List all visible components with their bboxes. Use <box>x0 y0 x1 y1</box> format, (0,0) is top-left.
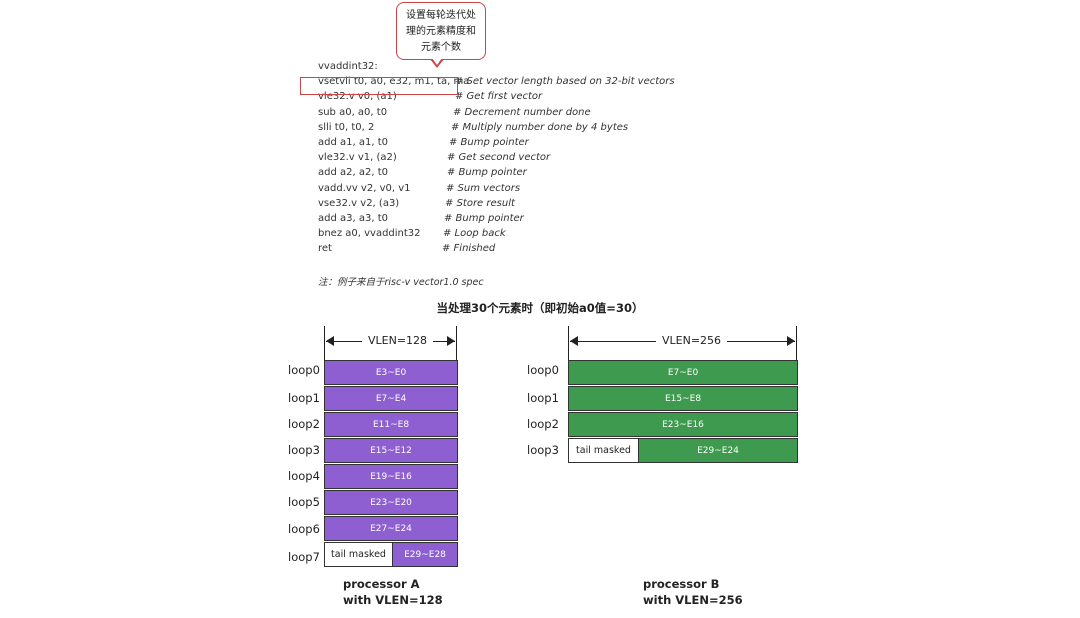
vector-cell-b-last: E29~E24 <box>638 438 798 463</box>
vector-cell-a-last: E29~E28 <box>392 542 458 567</box>
code-instruction: add a2, a2, t0 <box>318 167 388 179</box>
callout-bubble: 设置每轮迭代处 理的元素精度和 元素个数 <box>396 2 486 60</box>
vlen-b-left-bar <box>568 326 569 360</box>
loop-label-a: loop2 <box>288 417 320 431</box>
processor-b-desc: with VLEN=256 <box>643 593 743 607</box>
code-comment: # Bump pointer <box>444 213 524 224</box>
vector-cell-b: E7~E0 <box>568 360 798 385</box>
code-instruction: bnez a0, vvaddint32 <box>318 228 421 240</box>
callout-pointer-inner <box>432 58 442 65</box>
code-instruction: vadd.vv v2, v0, v1 <box>318 182 411 194</box>
loop-label-a: loop4 <box>288 469 320 483</box>
vector-cell-a: E3~E0 <box>324 360 458 385</box>
vector-cell-a: E23~E20 <box>324 490 458 515</box>
diagram-title: 当处理30个元素时（即初始a0值=30） <box>436 301 644 315</box>
code-comment: # Sum vectors <box>446 182 521 194</box>
loop-label-a: loop3 <box>288 443 320 457</box>
loop-label-b: loop3 <box>527 443 559 457</box>
code-instruction: slli t0, t0, 2 <box>318 121 375 133</box>
callout-line-1: 设置每轮迭代处 <box>406 10 476 21</box>
tail-masked-cell-a: tail masked <box>324 542 393 567</box>
processor-a-desc: with VLEN=128 <box>343 593 443 607</box>
loop-label-b: loop1 <box>527 391 559 405</box>
code-comment: # Get first vector <box>455 91 543 103</box>
vlen-a-left-arrow-icon <box>326 336 334 346</box>
vector-cell-a: E11~E8 <box>324 412 458 437</box>
vlen-a-label: VLEN=128 <box>362 334 434 347</box>
code-instruction: vsetvli t0, a0, e32, m1, ta, ma <box>318 76 470 88</box>
code-comment: # Decrement number done <box>453 106 591 118</box>
source-note: 注：例子来自于risc-v vector1.0 spec <box>318 277 484 288</box>
code-instruction: ret <box>318 243 332 255</box>
code-instruction: sub a0, a0, t0 <box>318 106 388 118</box>
code-instruction: vle32.v v0, (a1) <box>318 91 397 103</box>
vlen-b-left-arrow-icon <box>570 336 578 346</box>
callout-line-2: 理的元素精度和 <box>406 26 476 37</box>
vlen-a-right-bar <box>456 326 457 360</box>
code-comment: # Bump pointer <box>447 167 527 179</box>
code-instruction: vse32.v v2, (a3) <box>318 197 400 209</box>
code-instruction: add a1, a1, t0 <box>318 137 388 148</box>
loop-label-b: loop2 <box>527 417 559 431</box>
vlen-a-right-arrow-icon <box>447 336 455 346</box>
code-instruction: vvaddint32: <box>318 61 378 72</box>
loop-label-b: loop0 <box>527 363 559 377</box>
vlen-b-right-bar <box>796 326 797 360</box>
code-comment: # Set vector length based on 32-bit vect… <box>455 76 675 88</box>
code-comment: # Bump pointer <box>449 137 529 148</box>
vector-cell-b: E23~E16 <box>568 412 798 437</box>
loop-label-a: loop7 <box>288 550 320 564</box>
vlen-a-left-bar <box>324 326 325 360</box>
vector-cell-b: E15~E8 <box>568 386 798 411</box>
vector-cell-a: E19~E16 <box>324 464 458 489</box>
vector-cell-a: E7~E4 <box>324 386 458 411</box>
code-instruction: add a3, a3, t0 <box>318 213 388 224</box>
processor-a-name: processor A <box>343 577 420 591</box>
processor-b-caption: processor B with VLEN=256 <box>643 576 743 608</box>
code-comment: # Store result <box>445 197 515 209</box>
vector-cell-a: E15~E12 <box>324 438 458 463</box>
vector-cell-a: E27~E24 <box>324 516 458 541</box>
highlight-box <box>300 77 458 95</box>
tail-masked-cell-b: tail masked <box>568 438 639 463</box>
code-comment: # Get second vector <box>447 152 551 164</box>
processor-a-caption: processor A with VLEN=128 <box>343 576 443 608</box>
code-comment: # Loop back <box>443 228 506 240</box>
code-comment: # Multiply number done by 4 bytes <box>451 121 629 133</box>
loop-label-a: loop6 <box>288 522 320 536</box>
callout-line-3: 元素个数 <box>421 42 461 53</box>
loop-label-a: loop0 <box>288 363 320 377</box>
code-instruction: vle32.v v1, (a2) <box>318 152 397 164</box>
processor-b-name: processor B <box>643 577 720 591</box>
loop-label-a: loop5 <box>288 495 320 509</box>
vlen-b-label: VLEN=256 <box>656 334 728 347</box>
vlen-b-right-arrow-icon <box>787 336 795 346</box>
loop-label-a: loop1 <box>288 391 320 405</box>
code-comment: # Finished <box>442 243 496 255</box>
